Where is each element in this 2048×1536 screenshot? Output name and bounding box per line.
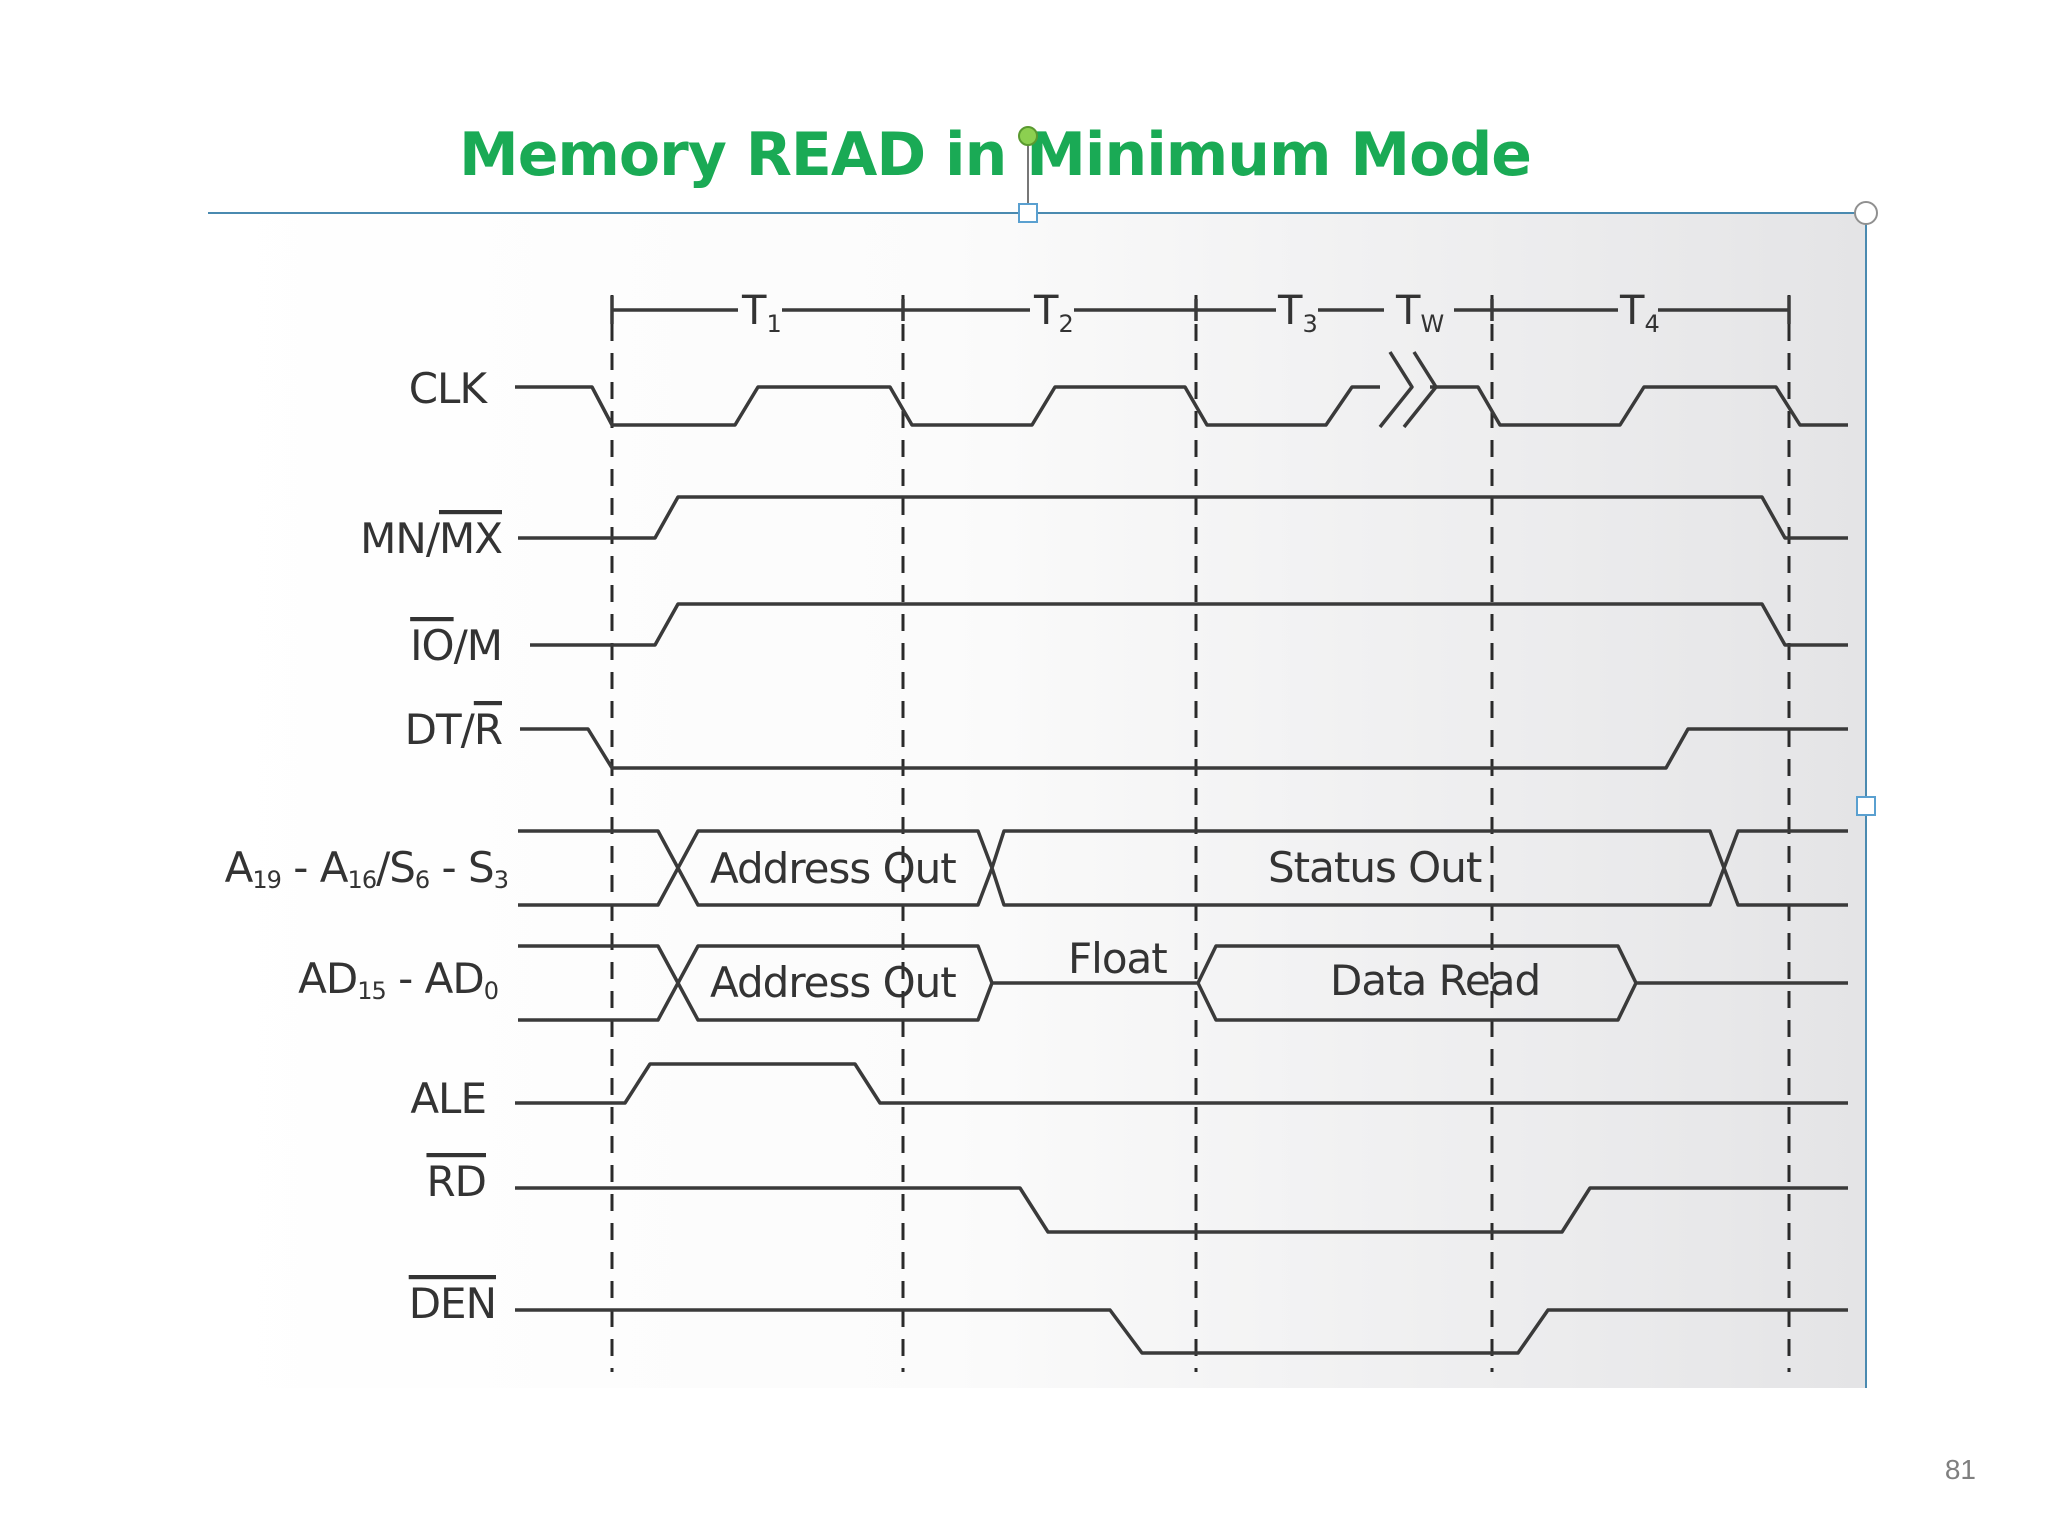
a-bus-waveform: [518, 829, 1848, 907]
ale-label: ALE: [410, 1074, 486, 1123]
den-label: DEN: [409, 1279, 496, 1328]
rotate-handle[interactable]: [1018, 126, 1038, 146]
double-chevron-break-icon: [1378, 351, 1438, 429]
state-ruler: T1 T2 T3 TW T4: [610, 288, 1791, 338]
dt-r-waveform: [520, 727, 1848, 770]
ale-waveform: [515, 1062, 1848, 1105]
rd-label: RD: [426, 1157, 486, 1206]
state-label-t3: T3: [1277, 288, 1318, 338]
address-out-label-a: Address Out: [710, 844, 956, 893]
float-label: Float: [1068, 934, 1167, 983]
resize-handle-corner[interactable]: [1854, 201, 1878, 225]
state-label-t2: T2: [1033, 288, 1074, 338]
page-number: 81: [1944, 1454, 1976, 1485]
state-boundary-guides: [610, 295, 1791, 1372]
mn-mx-label: MN/MX: [360, 514, 502, 563]
rd-waveform: [515, 1186, 1848, 1234]
data-read-label: Data Read: [1330, 956, 1540, 1005]
address-out-label-ad: Address Out: [710, 958, 956, 1007]
resize-handle-right[interactable]: [1856, 796, 1876, 816]
io-m-waveform: [530, 602, 1848, 647]
io-m-label: IO/M: [410, 621, 502, 670]
clk-waveform: [515, 385, 1848, 427]
ad-bus-waveform: [518, 944, 1848, 1022]
dt-r-label: DT/R: [405, 705, 502, 754]
ad-bus-label: AD15 - AD0: [298, 954, 498, 1005]
waveforms: [515, 351, 1848, 1355]
status-out-label: Status Out: [1268, 843, 1482, 892]
state-label-t1: T1: [741, 288, 782, 338]
clk-label: CLK: [409, 364, 489, 413]
den-waveform: [515, 1308, 1848, 1355]
bus-annotations: Address Out Status Out Address Out Float…: [710, 843, 1541, 1007]
resize-handle-top[interactable]: [1018, 203, 1038, 223]
mn-mx-waveform: [518, 495, 1848, 540]
diagram-background: [208, 213, 1866, 1388]
slide-title: Memory READ in Minimum Mode: [459, 120, 1532, 190]
state-label-t4: T4: [1619, 288, 1660, 338]
signal-labels: CLK MN/MX IO/M DT/R A19 - A16/S6 - S3 AD…: [225, 364, 509, 1328]
state-label-tw: TW: [1395, 288, 1444, 338]
a-bus-label: A19 - A16/S6 - S3: [225, 843, 508, 894]
